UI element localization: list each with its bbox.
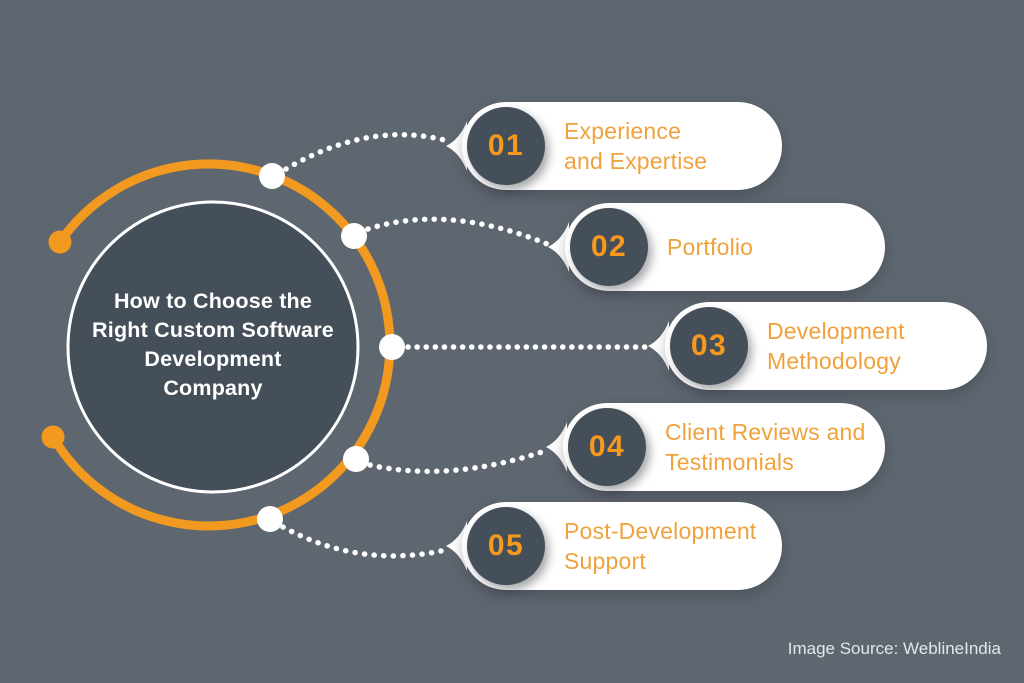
ring-anchor-dot-2 [341, 223, 367, 249]
pill-tail-5 [446, 521, 467, 571]
item-label: Development Methodology [767, 316, 905, 376]
pill-tail-4 [546, 422, 567, 472]
item-number-badge: 03 [670, 307, 748, 385]
item-number-badge: 02 [570, 208, 648, 286]
title-line: Right Custom Software [92, 318, 334, 342]
item-number-badge: 05 [467, 507, 545, 585]
dotted-connector-5 [280, 524, 453, 559]
item-number-badge: 01 [467, 107, 545, 185]
item-label-line: and Expertise [564, 148, 708, 174]
image-source-caption: Image Source: WeblineIndia [787, 639, 1001, 658]
item-label-line: Post-Development [564, 518, 757, 544]
item-label-line: Experience [564, 118, 682, 144]
item-pill-support: 05 Post-Development Support [462, 502, 782, 590]
title-line: Company [163, 376, 263, 400]
dotted-connector-1 [283, 131, 451, 172]
pill-tail-2 [548, 222, 569, 272]
item-number-badge: 04 [568, 408, 646, 486]
item-label-line: Testimonials [665, 449, 794, 475]
center-title: How to Choose the Right Custom Software … [72, 287, 354, 403]
arc-endpoint-dot-bottom [41, 425, 65, 449]
ring-anchor-dot-5 [257, 506, 283, 532]
pill-tail-1 [446, 121, 467, 171]
item-pill-reviews: 04 Client Reviews and Testimonials [563, 403, 885, 491]
dotted-connector-4 [367, 447, 551, 475]
item-label: Experience and Expertise [564, 116, 707, 176]
item-pill-portfolio: 02 Portfolio [565, 203, 885, 291]
center-circle [66, 200, 360, 494]
arc-endpoint-dot-top [48, 230, 72, 254]
item-pill-experience: 01 Experience and Expertise [462, 102, 782, 190]
title-line: How to Choose the [113, 289, 313, 313]
item-label-line: Methodology [767, 348, 901, 374]
pill-tail-3 [648, 321, 669, 371]
item-label-line: Support [564, 548, 646, 574]
ring-anchor-dot-3 [379, 334, 405, 360]
item-label-line: Portfolio [667, 234, 754, 260]
item-pill-methodology: 03 Development Methodology [665, 302, 987, 390]
dotted-connector-2 [365, 216, 555, 249]
title-line: Development [144, 347, 282, 371]
ring-anchor-dot-1 [259, 163, 285, 189]
item-label-line: Development [767, 318, 905, 344]
item-label-line: Client Reviews and [665, 419, 866, 445]
ring-anchor-dot-4 [343, 446, 369, 472]
item-label: Portfolio [667, 232, 753, 262]
item-label: Client Reviews and Testimonials [665, 417, 865, 477]
item-label: Post-Development Support [564, 516, 756, 576]
